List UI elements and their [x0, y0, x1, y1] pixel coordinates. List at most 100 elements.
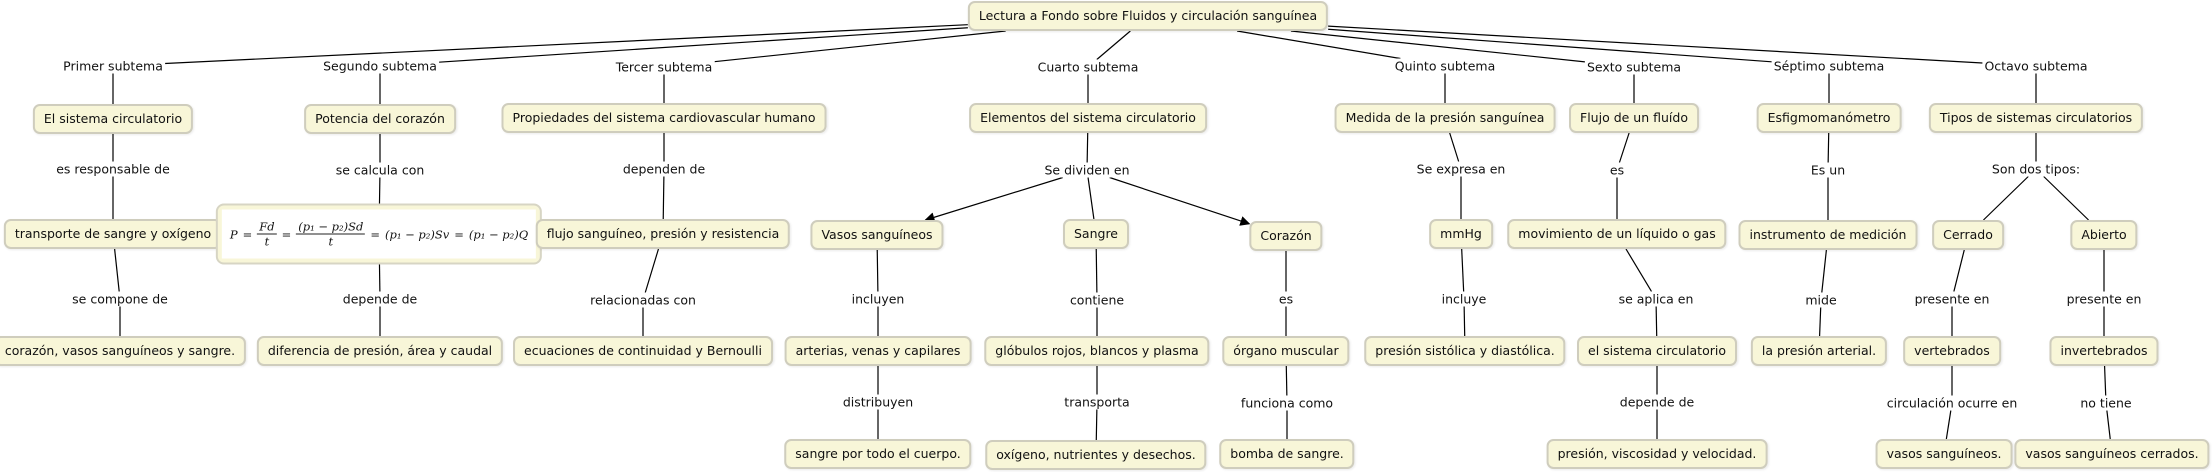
formula-denominator: t — [328, 234, 334, 249]
connector-line — [2106, 410, 2111, 440]
connector-line — [1290, 30, 1586, 63]
link-label: funciona como — [1238, 395, 1336, 411]
concept-diferencia-presion[interactable]: diferencia de presión, área y caudal — [256, 336, 504, 366]
connector-line — [644, 248, 660, 293]
link-label-segundo-subtema: Segundo subtema — [321, 58, 439, 74]
formula-equals: = — [370, 227, 380, 241]
connector-line — [114, 248, 120, 292]
link-label: depende de — [1617, 394, 1697, 410]
concept-globulos[interactable]: glóbulos rojos, blancos y plasma — [984, 336, 1210, 366]
concept-sistolica-diastolica[interactable]: presión sistólica y diastólica. — [1364, 336, 1566, 366]
link-label: circulación ocurre en — [1884, 395, 2020, 411]
concept-vasos-cerrados[interactable]: vasos sanguíneos cerrados. — [2014, 439, 2210, 469]
link-label: relacionadas con — [588, 292, 698, 308]
concept-esfigmomanometro[interactable]: Esfigmomanómetro — [1756, 103, 1902, 133]
concept-el-sistema-circulatorio[interactable]: el sistema circulatorio — [1577, 336, 1737, 366]
formula-term: (p₁ − p₂)Sv — [384, 227, 450, 241]
connector-line — [1463, 306, 1466, 337]
connector-line — [2043, 176, 2089, 221]
connector-line — [1328, 28, 1772, 63]
link-label-sexto-subtema: Sexto subtema — [1584, 59, 1684, 75]
concept-corazon[interactable]: Corazón — [1249, 221, 1323, 251]
link-label: es responsable de — [54, 161, 172, 177]
connector-line — [1449, 132, 1460, 162]
connector-line — [1821, 249, 1827, 293]
connector-line — [1086, 132, 1089, 163]
link-label-octavo-subtema: Octavo subtema — [1982, 58, 2090, 74]
link-label: distribuyen — [840, 394, 916, 410]
concept-organo-muscular[interactable]: órgano muscular — [1222, 336, 1350, 366]
concept-componentes[interactable]: corazón, vasos sanguíneos y sangre. — [0, 336, 247, 366]
concept-sangre-cuerpo[interactable]: sangre por todo el cuerpo. — [784, 439, 972, 469]
concept-potencia-corazon[interactable]: Potencia del corazón — [304, 104, 456, 134]
connector-line — [1328, 25, 1983, 64]
connector-line — [1096, 30, 1131, 60]
connector-line — [1625, 248, 1653, 292]
concept-presion-viscosidad[interactable]: presión, viscosidad y velocidad. — [1546, 439, 1768, 469]
root-concept[interactable]: Lectura a Fondo sobre Fluidos y circulac… — [967, 1, 1329, 31]
link-label: depende de — [340, 291, 420, 307]
formula-term: P — [229, 227, 238, 241]
concept-oxigeno-nutrientes[interactable]: oxígeno, nutrientes y desechos. — [985, 440, 1207, 470]
concept-flujo-fluido[interactable]: Flujo de un fluído — [1569, 103, 1699, 133]
formula-fraction: (p₁ − p₂)Sd t — [296, 219, 366, 249]
link-label-quinto-subtema: Quinto subtema — [1392, 58, 1498, 74]
concept-vasos-sanguineos[interactable]: Vasos sanguíneos — [810, 220, 944, 250]
concept-abierto[interactable]: Abierto — [2070, 220, 2138, 250]
concept-invertebrados[interactable]: invertebrados — [2049, 336, 2159, 366]
concept-movimiento-liquido[interactable]: movimiento de un líquido o gas — [1507, 219, 1727, 249]
link-label: se calcula con — [333, 162, 427, 178]
link-label: Son dos tipos: — [1989, 161, 2083, 177]
connector-line — [164, 24, 968, 65]
concept-medida-presion[interactable]: Medida de la presión sanguínea — [1334, 103, 1556, 133]
connector-line — [1618, 132, 1630, 163]
concept-transporte[interactable]: transporte de sangre y oxígeno — [3, 219, 223, 249]
arrow-connector — [924, 176, 1063, 223]
connector-line — [1095, 248, 1098, 293]
connector-line — [1983, 176, 2029, 221]
concept-presion-arterial[interactable]: la presión arterial. — [1750, 336, 1888, 366]
connector-line — [1461, 248, 1465, 292]
link-label-cuarto-subtema: Cuarto subtema — [1035, 59, 1141, 75]
link-label: se aplica en — [1616, 291, 1696, 307]
concept-arterias-venas[interactable]: arterias, venas y capilares — [784, 336, 972, 366]
concept-vasos-sanguineos-vertebrados[interactable]: vasos sanguíneos. — [1875, 439, 2013, 469]
concept-elementos[interactable]: Elementos del sistema circulatorio — [969, 103, 1207, 133]
connector-line — [662, 176, 665, 220]
connector-line — [1945, 410, 1952, 440]
link-label: contiene — [1067, 292, 1127, 308]
concept-sangre[interactable]: Sangre — [1062, 219, 1130, 249]
connector-line — [1285, 365, 1288, 396]
power-formula: P = Fd t = (p₁ − p₂)Sd t = (p₁ − p₂)Sv =… — [221, 209, 537, 259]
link-label: es — [1607, 162, 1627, 178]
concept-propiedades[interactable]: Propiedades del sistema cardiovascular h… — [501, 103, 827, 133]
link-label: presente en — [1912, 291, 1992, 307]
formula-box[interactable]: P = Fd t = (p₁ − p₂)Sd t = (p₁ − p₂)Sv =… — [215, 203, 543, 265]
formula-equals: = — [454, 227, 464, 241]
formula-fraction: Fd t — [257, 220, 277, 249]
connector-line — [1087, 177, 1095, 220]
concept-ecuaciones[interactable]: ecuaciones de continuidad y Bernoulli — [513, 336, 773, 366]
link-label: incluye — [1439, 291, 1489, 307]
concept-cerrado[interactable]: Cerrado — [1932, 220, 2004, 250]
concept-flujo-presion-resistencia[interactable]: flujo sanguíneo, presión y resistencia — [535, 219, 791, 249]
concept-vertebrados[interactable]: vertebrados — [1903, 336, 2001, 366]
connector-line — [2103, 365, 2107, 396]
link-label-septimo-subtema: Séptimo subtema — [1771, 58, 1887, 74]
formula-equals: = — [242, 227, 253, 241]
connector-line — [876, 249, 879, 292]
formula-denominator: t — [264, 234, 270, 249]
formula-numerator: (p₁ − p₂)Sd — [296, 219, 366, 235]
formula-term: (p₁ − p₂)Q — [468, 227, 529, 241]
formula-equals: = — [281, 227, 292, 241]
concept-bomba-sangre[interactable]: bomba de sangre. — [1219, 439, 1355, 469]
concept-instrumento[interactable]: instrumento de medición — [1738, 220, 1918, 250]
concept-sistema-circulatorio[interactable]: El sistema circulatorio — [32, 104, 194, 134]
concept-tipos-sistemas[interactable]: Tipos de sistemas circulatorios — [1928, 103, 2144, 133]
concept-mmhg[interactable]: mmHg — [1429, 219, 1493, 249]
connector-line — [1818, 307, 1822, 337]
link-label: mide — [1803, 292, 1839, 308]
link-label: presente en — [2064, 291, 2144, 307]
link-label-primer-subtema: Primer subtema — [61, 58, 165, 74]
